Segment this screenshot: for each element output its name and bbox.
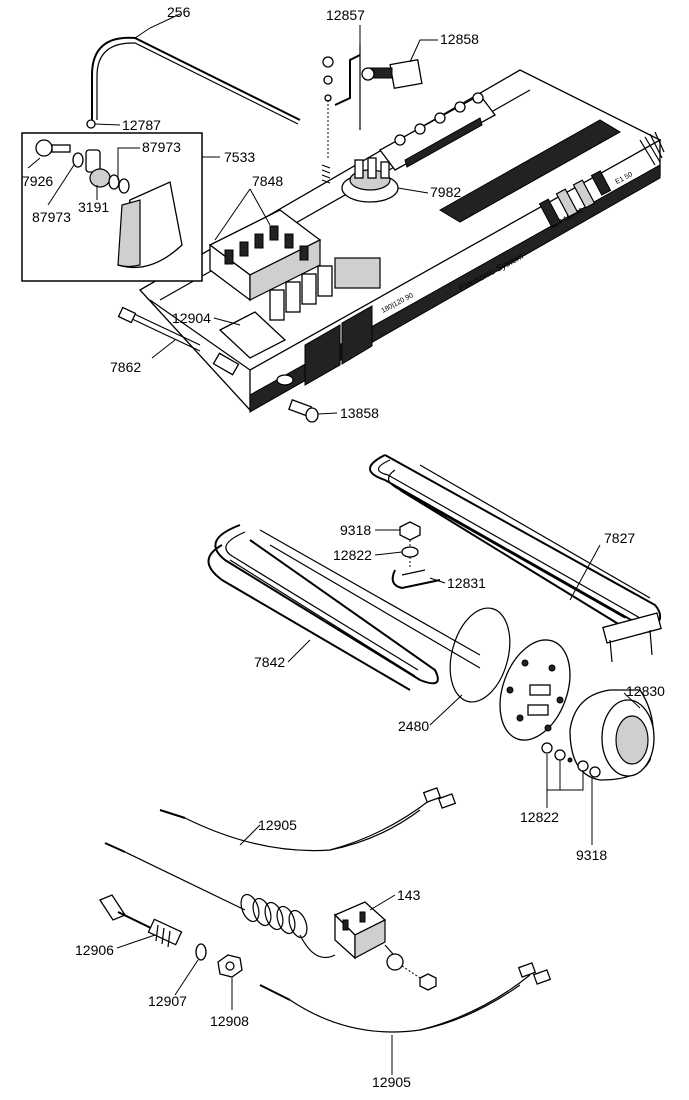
fitting-12906: [99, 894, 183, 948]
cable-7862: [129, 311, 201, 346]
callout-9318-a: 9318: [340, 522, 371, 538]
relay-blocks: [208, 209, 322, 302]
callout-12906: 12906: [75, 942, 114, 958]
capacitor-bank: [269, 257, 381, 321]
nut-12908: [217, 954, 243, 978]
screw-13858: [288, 399, 319, 423]
callout-7848: 7848: [252, 173, 283, 189]
callout-12904: 12904: [172, 310, 211, 326]
callout-12822-a: 12822: [333, 547, 372, 563]
heating-element-assembly: [207, 454, 662, 781]
inset-knob-assembly-7533: [21, 132, 203, 282]
callout-87973-a: 87973: [142, 139, 181, 155]
callout-12908: 12908: [210, 1013, 249, 1029]
callout-12907: 12907: [148, 993, 187, 1009]
probe-12905-lower: [259, 962, 552, 1033]
callout-7862: 7862: [110, 359, 141, 375]
control-panel-assembly: Electronic System 180|120 90 180 120 90 …: [86, 36, 665, 423]
washer-12907: [195, 943, 207, 961]
capillary-tube-256: [91, 36, 301, 121]
callout-13858: 13858: [340, 405, 379, 421]
leader-lines: [27, 13, 641, 1075]
callout-12787: 12787: [122, 117, 161, 133]
callout-7982: 7982: [430, 184, 461, 200]
callout-7827: 7827: [604, 530, 635, 546]
capillary-coil: [104, 842, 336, 959]
washer-12822-top: [401, 546, 419, 558]
switch-block-left: [304, 324, 341, 386]
heating-element-7842: [207, 524, 481, 691]
callout-7926: 7926: [22, 173, 53, 189]
switch-block-right: [341, 305, 373, 365]
vent-hatching: [639, 131, 665, 166]
probe-12905-upper: [159, 787, 457, 852]
callout-7842: 7842: [254, 654, 285, 670]
bracket-12831: [391, 569, 441, 590]
switch-12858: [361, 58, 423, 90]
callout-143: 143: [397, 887, 421, 903]
callout-12822-b: 12822: [520, 809, 559, 825]
callout-87973-b: 87973: [32, 209, 71, 225]
callout-7533: 7533: [224, 149, 255, 165]
callout-12905-a: 12905: [258, 817, 297, 833]
callout-12858: 12858: [440, 31, 479, 47]
cover-cap-12830: [569, 689, 655, 781]
heating-element-7827: [369, 454, 662, 663]
thermostat-143: [333, 901, 437, 991]
callout-12830: 12830: [626, 683, 665, 699]
callout-12905-b: 12905: [372, 1074, 411, 1090]
bracket-12857: [322, 45, 361, 160]
o-ring-2480: [449, 607, 511, 703]
callout-256: 256: [167, 4, 191, 20]
callout-2480: 2480: [398, 718, 429, 734]
nut-9318-top: [399, 521, 421, 541]
flange-plate: [499, 639, 571, 741]
top-cover-bar: [439, 119, 621, 223]
callout-labels: 256 12857 12858 12787 87973 7533 7926 87…: [22, 4, 665, 1090]
terminal-strip: [379, 92, 496, 171]
callout-3191: 3191: [78, 199, 109, 215]
callout-12857: 12857: [326, 7, 365, 23]
spring: [321, 164, 331, 184]
callout-12831: 12831: [447, 575, 486, 591]
callout-9318-b: 9318: [576, 847, 607, 863]
sensor-thermostat-assembly: [99, 787, 552, 1033]
thermostat-7982: [341, 157, 399, 203]
